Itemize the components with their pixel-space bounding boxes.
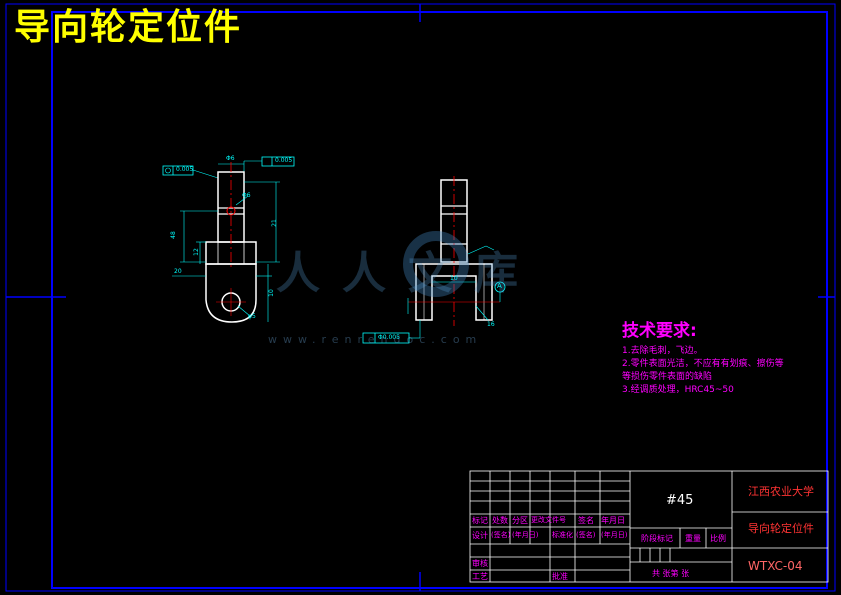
tech-line-2: 2.零件表面光洁，不应有有划痕、擦伤等 [622, 359, 784, 369]
tb-stage-1: 重量 [685, 534, 701, 543]
dim-9: 10 [450, 275, 458, 282]
dim-7: φ5 [248, 313, 256, 320]
material-label: #45 [666, 493, 694, 508]
dim-8: 10 [267, 289, 275, 297]
tb-process: 工艺 [472, 572, 488, 581]
tb-header-4: 签名 [578, 516, 594, 525]
tb-header-0: 标记 [472, 516, 488, 525]
tb-approve: 批准 [552, 572, 568, 581]
side-view [362, 176, 506, 344]
school-name: 江西农业大学 [748, 485, 814, 498]
tb-design-4: (签名) [576, 531, 596, 539]
tb-design-0: 设计 [472, 531, 488, 540]
drawing-title: 导向轮定位件 [14, 7, 243, 48]
front-view [162, 156, 295, 323]
tolerance-frame-left [162, 165, 194, 176]
title-block [469, 470, 829, 583]
tolerance-top-value: 0.005 [275, 157, 293, 164]
drawing-number: WTXC-04 [748, 559, 803, 573]
tb-design-5: (年月日) [601, 531, 628, 539]
dim-6: 20 [174, 268, 182, 275]
tb-header-1: 处数 [492, 516, 508, 525]
tech-line-4: 3.经调质处理，HRC45~50 [622, 385, 734, 395]
watermark-url: www.renrendoc.com [268, 333, 483, 346]
dim-4: 48 [169, 231, 177, 239]
tolerance-left-value: 0.005 [176, 166, 194, 173]
tech-line-1: 1.去除毛刺，飞边。 [622, 346, 703, 356]
tb-design-3: 标准化 [552, 531, 573, 539]
watermark-logo-circle [403, 231, 469, 297]
watermark-text: 人人文库 [276, 248, 540, 299]
tolerance-bottom-value: Φ0.005 [378, 334, 400, 341]
tech-heading: 技术要求: [622, 321, 697, 341]
datum-label: A [497, 282, 502, 290]
dim-1: Φ6 [226, 155, 235, 162]
inner-frame [51, 11, 828, 589]
tb-sheets: 共 张第 张 [652, 569, 690, 578]
tb-header-2: 分区 [512, 516, 528, 525]
tb-review: 审核 [472, 559, 488, 568]
part-name: 导向轮定位件 [748, 522, 814, 535]
dim-10: 16 [487, 321, 495, 328]
tb-design-2: (年月日) [512, 531, 539, 539]
dim-3: Φ6 [242, 192, 251, 199]
tb-stage-0: 阶段标记 [641, 534, 673, 543]
tb-header-5: 年月日 [601, 516, 625, 525]
tech-line-3: 等损伤零件表面的缺陷 [622, 372, 713, 382]
tolerance-frame-top [261, 156, 295, 167]
tech-requirements: 技术要求: 1.去除毛刺，飞边。 2.零件表面光洁，不应有有划痕、擦伤等 等损伤… [622, 316, 784, 397]
dim-5: 12 [192, 248, 200, 256]
tb-header-3: 更改文件号 [531, 516, 566, 524]
dim-2: 21 [270, 219, 278, 227]
tb-design-1: (签名) [491, 531, 511, 539]
tb-stage-2: 比例 [710, 534, 726, 543]
